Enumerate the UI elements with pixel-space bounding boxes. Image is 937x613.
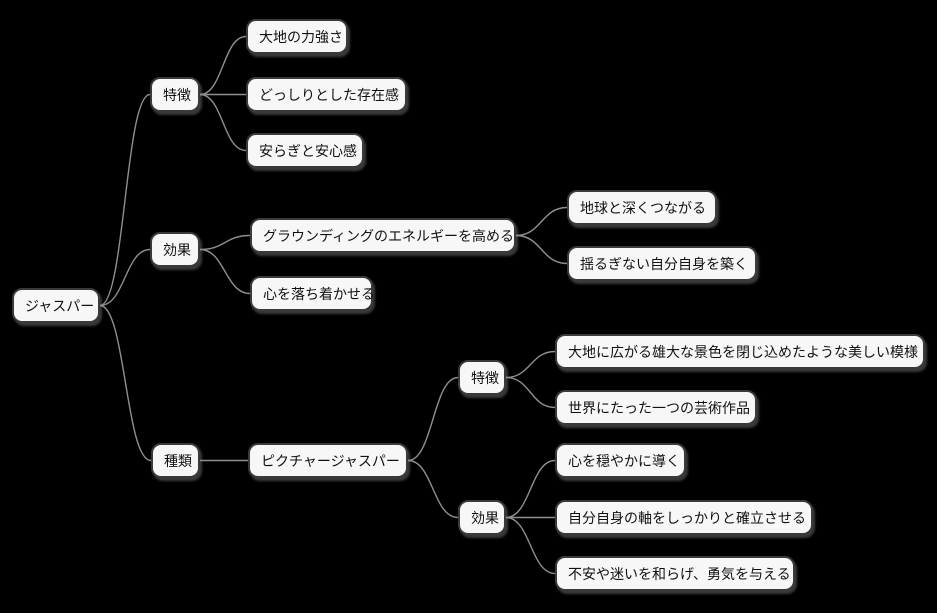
connector-pjf-pjfa — [505, 350, 556, 379]
node-jasper[interactable]: ジャスパー — [12, 288, 100, 323]
node-one-of-a-kind-artwork[interactable]: 世界にたった一つの芸術作品 — [555, 390, 757, 425]
connector-pje-pjea — [505, 459, 556, 519]
node-grounding-energy[interactable]: グラウンディングのエネルギーを高める — [250, 218, 516, 253]
node-picture-effects[interactable]: 効果 — [458, 500, 506, 535]
connector-root-b0 — [99, 93, 151, 307]
node-peace-security[interactable]: 安らぎと安心感 — [246, 133, 364, 168]
connector-b1-b1c0 — [199, 234, 251, 251]
connector-b0-b0c2 — [199, 93, 247, 152]
connector-pje-pjec — [505, 516, 556, 575]
connector-b1c0-b1c0b — [515, 234, 568, 265]
node-majestic-scenery-pattern[interactable]: 大地に広がる雄大な景色を閉じ込めたような美しい模様 — [555, 334, 925, 369]
node-calm-guidance[interactable]: 心を穏やかに導く — [555, 443, 686, 478]
node-types[interactable]: 種類 — [151, 443, 200, 478]
node-ease-anxiety-give-courage[interactable]: 不安や迷いを和らげ、勇気を与える — [555, 556, 795, 591]
node-connect-earth[interactable]: 地球と深くつながる — [567, 190, 717, 225]
node-earth-strength[interactable]: 大地の力強さ — [246, 19, 348, 54]
connector-b1c0-b1c0a — [515, 206, 568, 237]
node-features[interactable]: 特徴 — [150, 77, 200, 112]
node-solid-presence[interactable]: どっしりとした存在感 — [246, 77, 407, 112]
node-picture-jasper[interactable]: ピクチャージャスパー — [248, 443, 408, 478]
node-effects[interactable]: 効果 — [150, 232, 200, 267]
connector-pj-pjf — [407, 376, 459, 462]
connector-pj-pje — [407, 459, 459, 519]
connector-root-b1 — [99, 248, 151, 307]
node-calm-mind[interactable]: 心を落ち着かせる — [250, 276, 375, 311]
node-picture-features[interactable]: 特徴 — [458, 360, 506, 395]
connector-b1-b1c1 — [199, 248, 251, 295]
connector-pjf-pjfb — [505, 376, 556, 409]
node-unshakable-self[interactable]: 揺るぎない自分自身を築く — [567, 246, 757, 281]
connector-root-b2 — [99, 304, 152, 462]
node-establish-own-axis[interactable]: 自分自身の軸をしっかりと確立させる — [555, 500, 813, 535]
connector-b0-b0c0 — [199, 35, 247, 96]
